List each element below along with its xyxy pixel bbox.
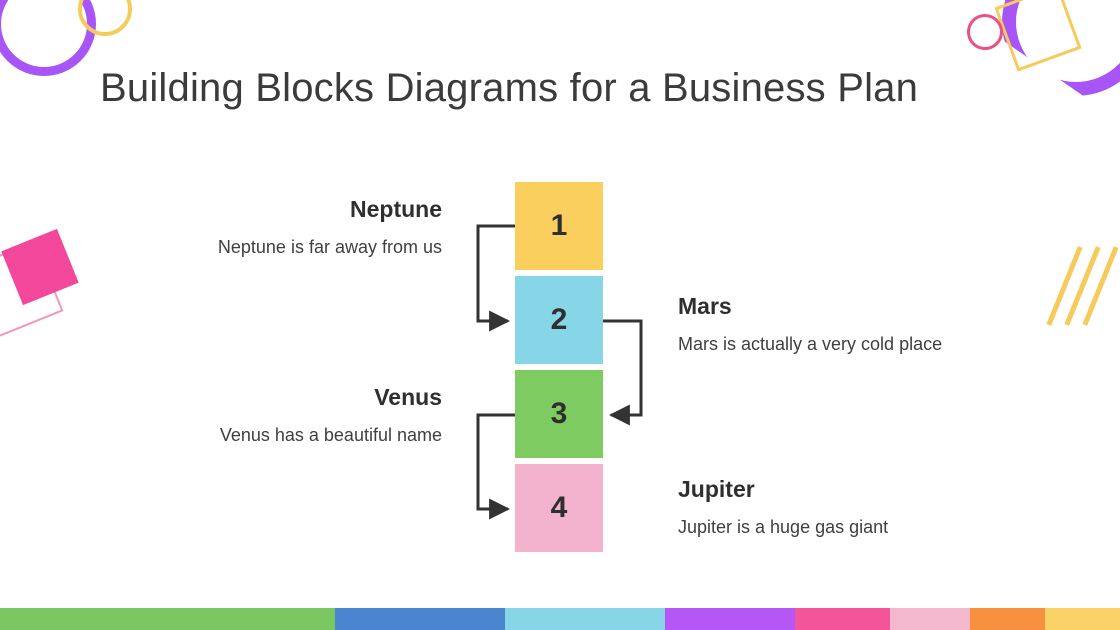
bottom-bar-segment-1	[0, 608, 335, 630]
item-jupiter-description: Jupiter is a huge gas giant	[678, 516, 889, 537]
item-neptune-description: Neptune is far away from us	[217, 236, 442, 257]
item-mars: Mars Mars is actually a very cold place	[678, 293, 942, 356]
block-2-number: 2	[550, 303, 568, 336]
item-venus-title: Venus	[374, 384, 442, 410]
purple-arc-decoration-top-right	[1002, 0, 1120, 96]
item-mars-description: Mars is actually a very cold place	[678, 333, 943, 354]
block-4-number: 4	[550, 491, 568, 524]
yellow-diagonal-lines-decoration-right	[1046, 246, 1120, 326]
purple-ring-decoration-top-left	[0, 0, 96, 76]
item-venus: Venus Venus has a beautiful name	[220, 384, 442, 447]
connector-3-to-4	[476, 413, 515, 520]
yellow-square-decoration-top-right	[994, 0, 1082, 72]
item-jupiter-title: Jupiter	[678, 476, 755, 502]
pink-square-solid-decoration-left	[1, 228, 79, 306]
item-jupiter: Jupiter Jupiter is a huge gas giant	[678, 476, 888, 539]
item-venus-description: Venus has a beautiful name	[219, 424, 442, 445]
block-3-number: 3	[550, 397, 568, 430]
pink-ring-decoration-top-right	[967, 14, 1003, 50]
item-mars-title: Mars	[678, 293, 732, 319]
bottom-color-bar	[0, 608, 1120, 630]
block-1[interactable]: 1	[515, 182, 603, 270]
page-title: Building Blocks Diagrams for a Business …	[100, 66, 919, 110]
bottom-bar-segment-3	[505, 608, 665, 630]
bottom-bar-segment-5	[795, 608, 890, 630]
bottom-bar-segment-2	[335, 608, 505, 630]
pink-square-outline-decoration-left	[0, 240, 64, 340]
item-neptune-title: Neptune	[350, 196, 442, 222]
bottom-bar-segment-4	[665, 608, 795, 630]
item-neptune: Neptune Neptune is far away from us	[218, 196, 442, 259]
bottom-bar-segment-7	[970, 608, 1045, 630]
block-1-number: 1	[550, 209, 568, 242]
block-4[interactable]: 4	[515, 464, 603, 552]
block-2[interactable]: 2	[515, 276, 603, 364]
connector-2-to-3	[603, 319, 643, 426]
block-3[interactable]: 3	[515, 370, 603, 458]
bottom-bar-segment-8	[1045, 608, 1120, 630]
yellow-ring-decoration-top-left	[78, 0, 132, 36]
bottom-bar-segment-6	[890, 608, 970, 630]
connector-1-to-2	[476, 224, 515, 332]
